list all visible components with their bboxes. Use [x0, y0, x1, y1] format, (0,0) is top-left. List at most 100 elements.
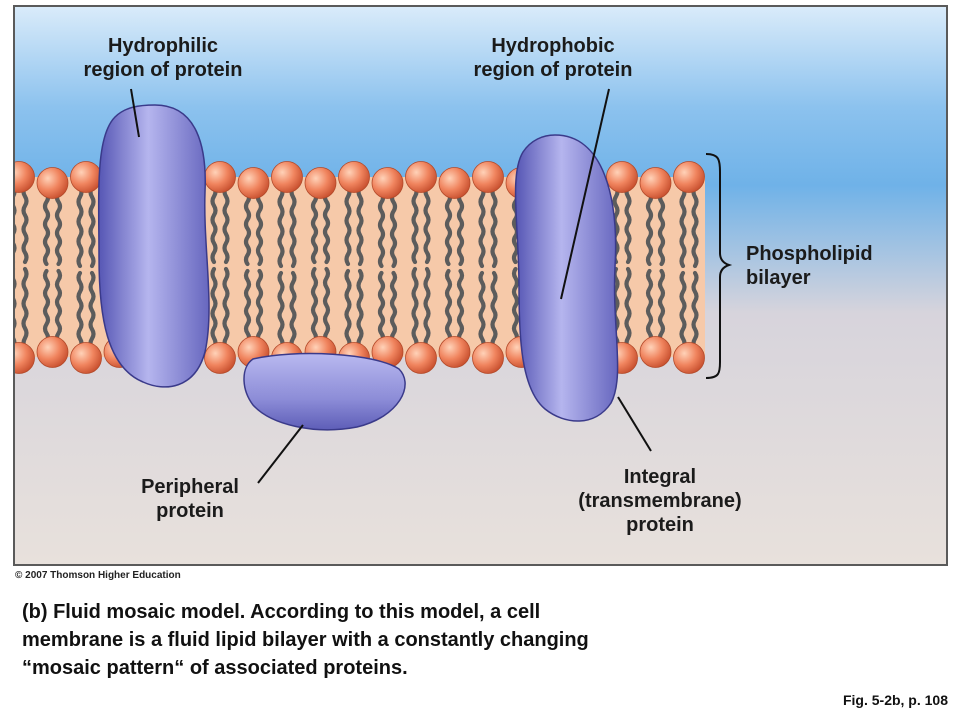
lipid-tail [423, 266, 431, 351]
lipid-tail [456, 268, 465, 345]
figure-reference: Fig. 5-2b, p. 108 [842, 692, 948, 708]
label-integral-protein: Integral (transmembrane) protein [578, 466, 742, 536]
lipid-head [15, 342, 35, 374]
lipid-tail [322, 190, 331, 265]
lipid-head [639, 167, 672, 199]
lipid-tail [76, 270, 84, 351]
lipid-tail [322, 266, 331, 345]
label-phospholipid-bilayer: Phospholipid bilayer [746, 243, 873, 289]
lipid-tail [691, 270, 699, 351]
figure-caption: (b) Fluid mosaic model. According to thi… [22, 598, 782, 682]
pointer-hydrophilic [130, 88, 140, 138]
lipid-head [204, 342, 236, 374]
lipid-head [237, 167, 270, 199]
lipid-head [673, 161, 705, 193]
lipid-tail [210, 266, 218, 351]
lipid-tail [657, 268, 666, 345]
lipid-tail [377, 190, 386, 269]
lipid-tail [645, 190, 654, 267]
lipid-head [371, 167, 404, 199]
lipid-head [70, 342, 102, 374]
lipid-head [204, 161, 236, 193]
lipid-tail [478, 184, 486, 269]
label-hydrophobic: Hydrophobic region of protein [473, 35, 633, 81]
lipid-head [304, 167, 337, 199]
lipid-head [472, 342, 504, 374]
peripheral-protein [243, 352, 406, 431]
lipid-tail [411, 184, 419, 265]
lipid-tail [310, 266, 319, 345]
lipid-head [36, 336, 69, 368]
lipid-tail [389, 190, 398, 269]
lipid-tail [42, 190, 51, 267]
lipid-tail [389, 270, 398, 345]
lipid-tail [277, 184, 285, 269]
lipid-head [338, 161, 370, 193]
lipid-tail [624, 184, 632, 265]
lipid-tail [54, 268, 63, 345]
lipid-tail [54, 190, 63, 267]
lipid-tail [612, 184, 620, 265]
lipid-tail [21, 184, 29, 265]
lipid-head [438, 336, 471, 368]
lipid-tail [222, 266, 230, 351]
lipid-tail [210, 184, 218, 265]
lipid-tail [88, 184, 96, 269]
lipid-head [472, 161, 504, 193]
lipid-tail [411, 266, 419, 351]
lipid-tail [456, 190, 465, 267]
lipid-head [673, 342, 705, 374]
pointer-peripheral [257, 424, 304, 484]
bilayer-bracket [705, 153, 733, 379]
lipid-tail [277, 270, 285, 351]
integral-protein-left [97, 104, 210, 388]
lipid-head [405, 342, 437, 374]
lipid-tail [444, 268, 453, 345]
lipid-tail [356, 184, 364, 267]
lipid-tail [289, 270, 297, 351]
lipid-tail [444, 190, 453, 267]
lipid-tail [657, 190, 666, 267]
lipid-tail [356, 268, 364, 351]
lipid-tail [255, 190, 264, 267]
caption-line: (b) Fluid mosaic model. According to thi… [22, 601, 541, 623]
lipid-tail [310, 190, 319, 265]
lipid-tail [255, 268, 264, 345]
lipid-head [639, 336, 672, 368]
lipid-tail [478, 270, 486, 351]
lipid-tail [490, 184, 498, 269]
lipid-head [606, 161, 638, 193]
caption-line: membrane is a fluid lipid bilayer with a… [22, 629, 589, 651]
lipid-tail [645, 268, 654, 345]
lipid-tail [691, 184, 699, 269]
lipid-tail [76, 184, 84, 269]
lipid-tail [679, 184, 687, 269]
lipid-head [15, 161, 35, 193]
lipid-tail [243, 190, 252, 267]
lipid-tail [511, 266, 520, 345]
membrane-figure: Hydrophilic region of protein Hydrophobi… [13, 5, 948, 566]
lipid-tail [21, 266, 29, 351]
lipid-tail [222, 184, 230, 265]
lipid-tail [624, 266, 632, 351]
lipid-tail [377, 270, 386, 345]
copyright-notice: © 2007 Thomson Higher Education [15, 570, 181, 581]
label-peripheral-protein: Peripheral protein [141, 476, 239, 522]
lipid-tail [344, 184, 352, 267]
pointer-integral [617, 396, 652, 452]
label-hydrophilic: Hydrophilic region of protein [83, 35, 243, 81]
lipid-tail [679, 270, 687, 351]
lipid-head [70, 161, 102, 193]
lipid-tail [490, 270, 498, 351]
lipid-head [271, 161, 303, 193]
lipid-tail [511, 190, 520, 265]
lipid-tail [42, 268, 51, 345]
lipid-head [405, 161, 437, 193]
lipid-head [36, 167, 69, 199]
lipid-tail [344, 268, 352, 351]
membrane-illustration [15, 7, 946, 564]
lipid-tail [289, 184, 297, 269]
lipid-tail [88, 270, 96, 351]
pointer-hydrophobic [560, 88, 610, 300]
lipid-tail [423, 184, 431, 265]
